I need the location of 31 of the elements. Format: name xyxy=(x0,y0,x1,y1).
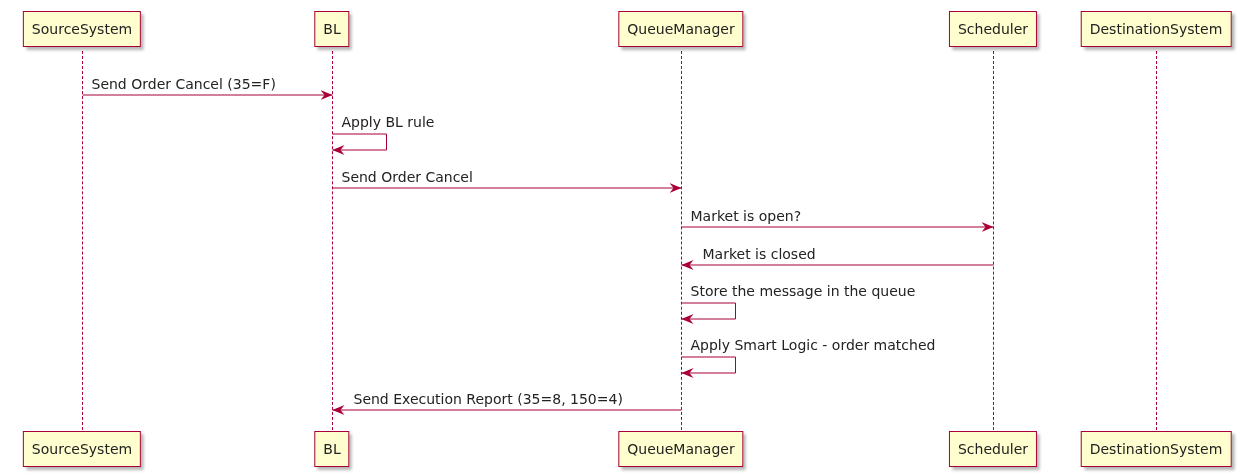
edge-label: Apply Smart Logic - order matched xyxy=(689,337,937,353)
lifeline xyxy=(993,51,994,430)
message-arrow xyxy=(681,260,994,270)
lifeline xyxy=(332,51,333,430)
edge-label: Market is closed xyxy=(701,246,817,262)
message-arrow xyxy=(332,133,387,155)
message-arrow xyxy=(681,222,994,232)
lifeline xyxy=(681,51,682,430)
edge-label: Send Order Cancel (35=F) xyxy=(90,76,277,92)
message-arrow xyxy=(332,405,682,415)
participant-box: DestinationSystem xyxy=(1080,11,1232,47)
lifeline xyxy=(1156,51,1157,430)
edge-label: Market is open? xyxy=(689,208,803,224)
participant-box: BL xyxy=(314,11,350,47)
message-arrow xyxy=(332,183,682,193)
edge-label: Send Order Cancel xyxy=(340,169,474,185)
message-arrow xyxy=(681,302,736,324)
participant-box: SourceSystem xyxy=(22,431,142,467)
participant-box: SourceSystem xyxy=(22,11,142,47)
message-arrow xyxy=(681,356,736,378)
edge-label: Send Execution Report (35=8, 150=4) xyxy=(352,391,624,407)
edge-label: Apply BL rule xyxy=(340,114,436,130)
edge-label: Store the message in the queue xyxy=(689,283,917,299)
participant-box: BL xyxy=(314,431,350,467)
lifeline xyxy=(82,51,83,430)
participant-box: QueueManager xyxy=(618,11,744,47)
participant-box: Scheduler xyxy=(948,11,1038,47)
participant-box: Scheduler xyxy=(948,431,1038,467)
participant-box: QueueManager xyxy=(618,431,744,467)
message-arrow xyxy=(82,90,333,100)
participant-box: DestinationSystem xyxy=(1080,431,1232,467)
